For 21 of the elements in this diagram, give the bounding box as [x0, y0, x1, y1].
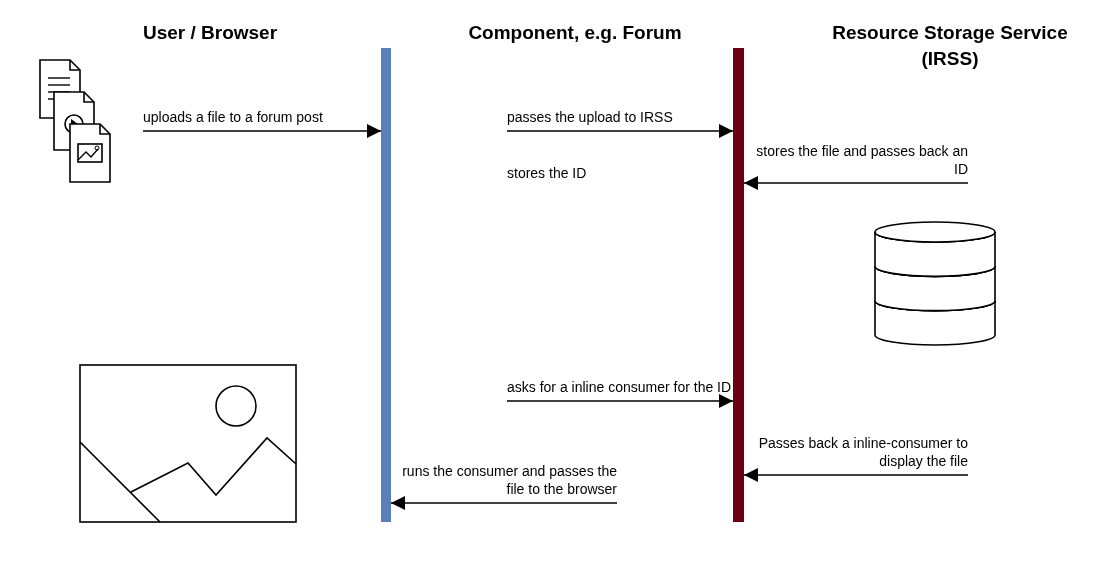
edge-label: Passes back a inline-consumer to display the file: [757, 434, 968, 470]
lane-heading: User / Browser: [141, 21, 279, 45]
lifeline-bar: [733, 48, 744, 522]
edge-label: stores the file and passes back an ID: [755, 142, 968, 178]
edge-label: runs the consumer and passes the file to the browser: [401, 462, 617, 498]
lane-heading: Component, e.g. Forum: [467, 21, 683, 45]
arrow: [390, 496, 618, 510]
step-note: stores the ID: [507, 164, 588, 182]
database-icon: [874, 221, 996, 346]
edge-label: asks for a inline consumer for the ID: [507, 378, 732, 396]
arrow: [743, 176, 969, 190]
lifeline-bar: [381, 48, 391, 522]
arrow: [506, 394, 734, 408]
arrow: [743, 468, 969, 482]
documents-icon: [36, 58, 114, 186]
arrow: [142, 124, 382, 138]
image-icon: [79, 364, 297, 523]
arrow: [506, 124, 734, 138]
lane-heading: Resource Storage Service (IRSS): [831, 21, 1069, 71]
edge-label: uploads a file to a forum post: [143, 108, 324, 126]
edge-label: passes the upload to IRSS: [507, 108, 674, 126]
